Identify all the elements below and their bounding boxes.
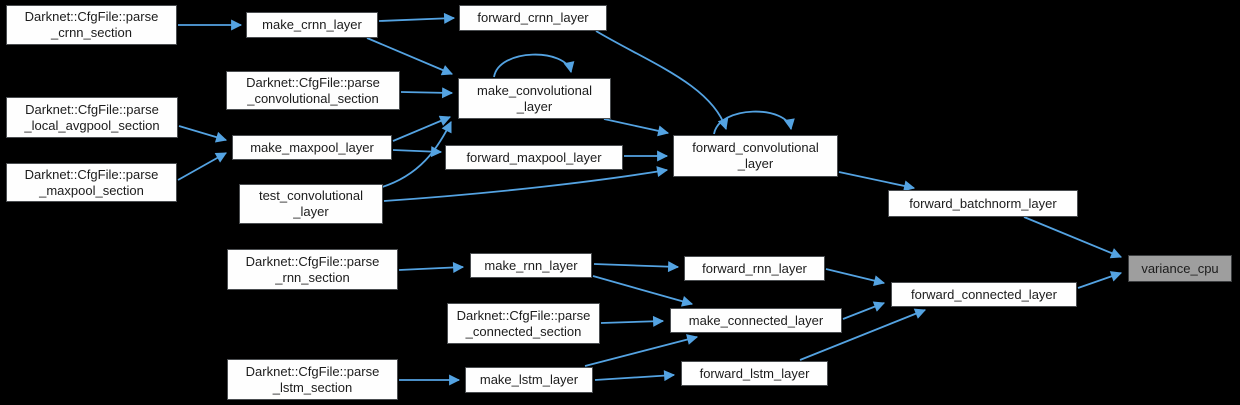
node-forward-connected-layer[interactable]: forward_connected_layer <box>891 282 1077 307</box>
edge-parse-connected-to-make-connected <box>600 315 665 327</box>
node-label: Darknet::CfgFile::parse _crnn_section <box>24 9 159 40</box>
node-label: forward_lstm_layer <box>699 365 810 381</box>
node-label: Darknet::CfgFile::parse _convolutional_s… <box>246 74 380 106</box>
edge-parse-maxpool-to-make-maxpool <box>177 152 227 181</box>
node-label: forward_crnn_layer <box>477 10 589 26</box>
edge-make-convolutional-to-forward-convolutional <box>603 118 670 137</box>
node-forward-convolutional-layer[interactable]: forward_convolutional _layer <box>673 135 838 177</box>
node-label: Darknet::CfgFile::parse _connected_secti… <box>456 307 591 339</box>
node-make-lstm-layer[interactable]: make_lstm_layer <box>465 367 593 393</box>
edge-test-convolutional-to-make-convolutional <box>378 121 452 189</box>
edge-make-maxpool-to-make-convolutional <box>392 115 452 142</box>
node-make-connected-layer[interactable]: make_connected_layer <box>670 308 842 333</box>
edge-forward-convolutional-self-loop <box>713 110 795 135</box>
node-make-rnn-layer[interactable]: make_rnn_layer <box>470 253 592 278</box>
edge-make-crnn-to-make-convolutional <box>366 37 454 76</box>
node-parse-crnn-section[interactable]: Darknet::CfgFile::parse _crnn_section <box>6 5 177 45</box>
node-label: make_convolutional _layer <box>477 82 592 114</box>
node-forward-rnn-layer[interactable]: forward_rnn_layer <box>684 256 825 281</box>
node-parse-local-avgpool-section[interactable]: Darknet::CfgFile::parse _local_avgpool_s… <box>6 97 178 138</box>
node-label: forward_batchnorm_layer <box>909 195 1057 211</box>
node-label: forward_connected_layer <box>911 286 1057 302</box>
node-label: forward_convolutional _layer <box>692 140 819 171</box>
node-label: Darknet::CfgFile::parse _maxpool_section <box>24 166 159 198</box>
node-label: make_crnn_layer <box>262 17 362 33</box>
edge-forward-crnn-to-forward-convolutional <box>595 30 729 131</box>
node-label: make_rnn_layer <box>484 257 578 273</box>
node-label: Darknet::CfgFile::parse _local_avgpool_s… <box>24 101 160 133</box>
edge-parse-rnn-to-make-rnn <box>398 261 465 273</box>
edge-forward-convolutional-to-forward-batchnorm <box>838 171 916 192</box>
node-forward-lstm-layer[interactable]: forward_lstm_layer <box>681 361 828 386</box>
node-parse-connected-section[interactable]: Darknet::CfgFile::parse _connected_secti… <box>447 303 600 344</box>
edge-forward-connected-to-variance-cpu <box>1077 271 1123 289</box>
node-variance-cpu[interactable]: variance_cpu <box>1128 255 1232 282</box>
node-test-convolutional-layer[interactable]: test_convolutional _layer <box>239 184 383 224</box>
edge-make-convolutional-self-loop <box>493 53 575 78</box>
node-make-crnn-layer[interactable]: make_crnn_layer <box>246 12 378 38</box>
node-forward-maxpool-layer[interactable]: forward_maxpool_layer <box>445 145 623 170</box>
node-parse-convolutional-section[interactable]: Darknet::CfgFile::parse _convolutional_s… <box>226 71 400 110</box>
node-label: make_connected_layer <box>688 312 824 328</box>
edge-make-lstm-to-make-connected <box>584 334 699 367</box>
edge-test-convolutional-to-forward-convolutional <box>383 166 669 202</box>
edge-parse-local-avgpool-to-make-maxpool <box>178 125 228 143</box>
node-parse-lstm-section[interactable]: Darknet::CfgFile::parse _lstm_section <box>227 359 398 400</box>
node-parse-rnn-section[interactable]: Darknet::CfgFile::parse _rnn_section <box>227 249 398 290</box>
edge-make-connected-to-forward-connected <box>842 301 886 320</box>
edge-forward-batchnorm-to-variance-cpu <box>1023 216 1123 259</box>
node-label: forward_maxpool_layer <box>466 149 602 165</box>
node-forward-batchnorm-layer[interactable]: forward_batchnorm_layer <box>888 190 1078 217</box>
edge-parse-convolutional-to-make-convolutional <box>400 87 454 99</box>
node-label: make_lstm_layer <box>479 372 579 388</box>
node-make-convolutional-layer[interactable]: make_convolutional _layer <box>458 78 611 119</box>
node-label: Darknet::CfgFile::parse _lstm_section <box>245 363 380 395</box>
node-forward-crnn-layer[interactable]: forward_crnn_layer <box>459 5 607 31</box>
edge-forward-rnn-to-forward-connected <box>825 268 886 287</box>
node-label: forward_rnn_layer <box>702 260 807 276</box>
node-label: variance_cpu <box>1141 260 1219 276</box>
edge-make-lstm-to-forward-lstm <box>594 370 676 382</box>
node-parse-maxpool-section[interactable]: Darknet::CfgFile::parse _maxpool_section <box>6 163 177 202</box>
node-make-maxpool-layer[interactable]: make_maxpool_layer <box>232 135 392 160</box>
node-label: test_convolutional _layer <box>258 188 364 219</box>
node-label: make_maxpool_layer <box>250 139 374 155</box>
edge-make-rnn-to-make-connected <box>592 275 694 307</box>
edge-make-crnn-to-forward-crnn <box>378 12 456 24</box>
edge-make-rnn-to-forward-rnn <box>593 261 680 273</box>
edge-forward-lstm-to-forward-connected <box>799 308 927 361</box>
node-label: Darknet::CfgFile::parse _rnn_section <box>245 253 380 285</box>
